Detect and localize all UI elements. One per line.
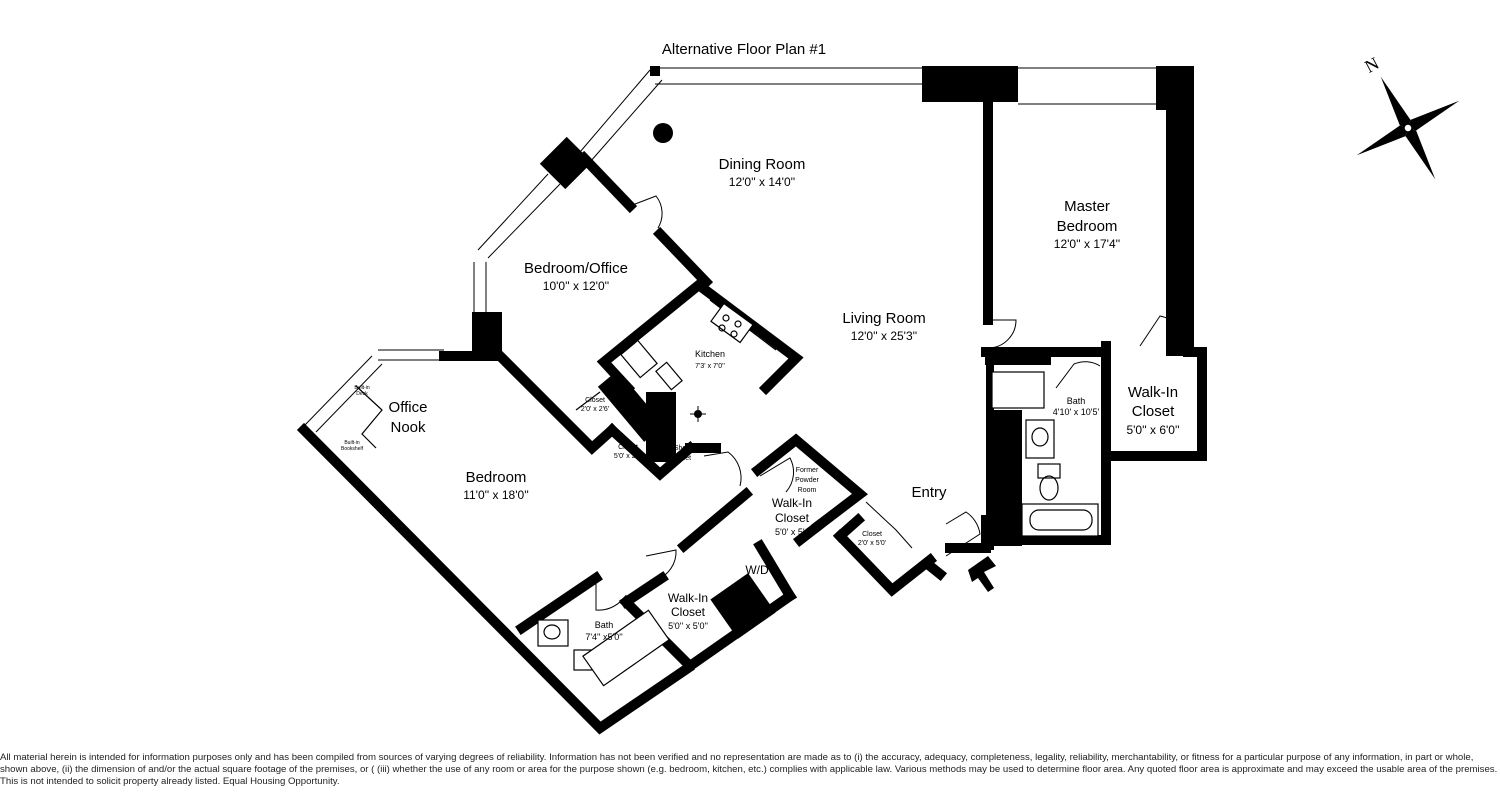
room-name: Entry [911, 484, 947, 501]
master-sink-icon [1025, 419, 1055, 459]
room-dims: 5'0'' x 6'0'' [1126, 423, 1179, 437]
room-name-line2: Closet [775, 511, 810, 525]
room-dims: 7'3' x 7'0'' [695, 363, 725, 370]
room-name: Closet [585, 397, 605, 404]
room-dining: Dining Room 12'0'' x 14'0'' [719, 156, 806, 189]
builtin-bookshelf-label: Built-in Bookshelf [341, 440, 364, 452]
room-name-line2: Closet [671, 605, 706, 619]
room-dims: 12'0'' x 25'3'' [851, 329, 917, 343]
svg-text:Desk: Desk [356, 391, 368, 397]
compass-north-label: N [1361, 53, 1382, 77]
room-dims: 12'0'' x 17'4'' [1054, 237, 1120, 251]
room-name-line2: Bedroom [1057, 218, 1118, 235]
room-dims: 5'0' x 2'3' [614, 453, 642, 460]
room-name: Bedroom [466, 469, 527, 486]
compass-icon: N [1356, 53, 1460, 180]
room-bath-lower: Bath 7'4'' x5'0'' [585, 620, 623, 642]
room-walkin-center: Walk-In Closet 5'0' x 5'0'' [772, 496, 813, 537]
room-closet-b: Closet 5'0' x 2'3' [614, 444, 642, 460]
room-dims: 11'0'' x 18'0'' [463, 488, 529, 502]
room-name-line1: Shoe [674, 445, 690, 452]
room-master-bedroom: Master Bedroom 12'0'' x 17'4'' [1054, 198, 1120, 251]
room-dims: 2'0' x 2'6' [581, 406, 609, 413]
room-dims: 10'0'' x 12'0'' [543, 279, 609, 293]
room-office-nook: Office Nook [389, 399, 428, 436]
lower-tub-icon [582, 609, 670, 687]
room-name-line2: Nook [390, 419, 426, 436]
room-closet-entry: Closet 2'0' x 5'0' [858, 531, 886, 547]
plan-title: Alternative Floor Plan #1 [662, 41, 826, 58]
room-name: Living Room [842, 310, 925, 327]
svg-text:Bookshelf: Bookshelf [341, 446, 364, 452]
room-name-line1: Former [796, 467, 819, 474]
room-name-line2: Closet [1132, 403, 1175, 420]
room-dims: 2'0' x 5'0' [858, 540, 886, 547]
room-name: Closet [618, 444, 638, 451]
lower-sink-icon [537, 619, 569, 647]
room-washer-dryer: W/D [745, 563, 769, 577]
room-name: Bath [595, 620, 614, 630]
master-toilet-tank [1037, 463, 1061, 479]
room-living: Living Room 12'0'' x 25'3'' [842, 310, 925, 343]
room-kitchen: Kitchen 7'3' x 7'0'' [695, 349, 725, 370]
column [653, 123, 673, 143]
room-name-line1: Walk-In [772, 496, 812, 510]
fridge-icon [620, 339, 658, 379]
room-dims: 4'10' x 10'5' [1053, 407, 1100, 417]
room-name: Kitchen [695, 349, 725, 359]
room-shoe-closet: Shoe closet [673, 445, 691, 462]
room-former-powder: Former Powder Room [795, 467, 819, 494]
room-walkin-master: Walk-In Closet 5'0'' x 6'0'' [1126, 384, 1179, 437]
stove-icon [710, 302, 754, 344]
room-dims: 12'0'' x 14'0'' [729, 175, 795, 189]
room-name-line1: Walk-In [1128, 384, 1178, 401]
room-name: Bedroom/Office [524, 260, 628, 277]
room-dims: 5'0'' x 5'0'' [668, 621, 708, 631]
room-bath-master: Bath 4'10' x 10'5' [1053, 396, 1100, 417]
room-name: W/D [745, 563, 769, 577]
washer-icon [690, 406, 706, 422]
master-toilet-icon [1039, 475, 1059, 501]
disclaimer-text: All material herein is intended for info… [0, 752, 1498, 787]
room-name: Dining Room [719, 156, 806, 173]
fixtures [355, 299, 1099, 687]
room-name-line1: Walk-In [668, 591, 708, 605]
room-name: Bath [1067, 396, 1086, 406]
doors [595, 195, 1187, 611]
room-entry: Entry [911, 484, 947, 501]
builtin-desk-label: Built-in Desk [354, 385, 370, 397]
room-dims: 5'0' x 5'0'' [775, 527, 813, 537]
room-name-line2: Powder [795, 477, 819, 484]
room-walkin-lower: Walk-In Closet 5'0'' x 5'0'' [668, 591, 708, 631]
room-name-line1: Office [389, 399, 428, 416]
windows [303, 67, 1160, 433]
shower-icon [991, 371, 1045, 409]
room-name: Closet [862, 531, 882, 538]
room-name-line3: Room [798, 487, 817, 494]
sink-icon [655, 361, 683, 391]
room-bedroom: Bedroom 11'0'' x 18'0'' [463, 469, 529, 502]
room-closet-a: Closet 2'0' x 2'6' [581, 397, 609, 413]
svg-text:Built-in: Built-in [344, 440, 360, 446]
walls [296, 66, 1207, 735]
entry-arrow-icon [968, 556, 996, 592]
room-name-line1: Master [1064, 198, 1110, 215]
room-bedroom-office: Bedroom/Office 10'0'' x 12'0'' [524, 260, 628, 293]
room-name-line2: closet [673, 455, 691, 462]
room-dims: 7'4'' x5'0'' [585, 632, 623, 642]
svg-text:Built-in: Built-in [354, 385, 370, 391]
